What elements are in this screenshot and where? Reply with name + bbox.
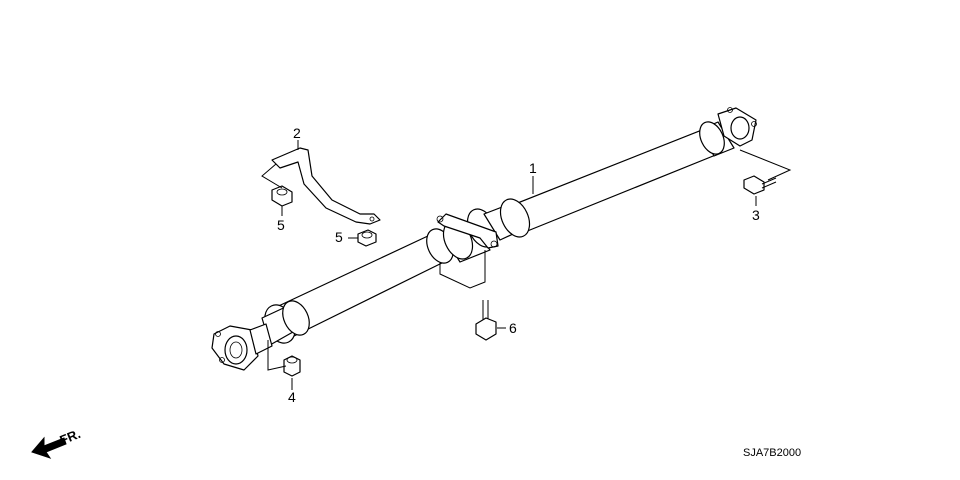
flange-nut-left bbox=[271, 185, 293, 207]
front-label: FR. bbox=[58, 426, 83, 448]
leader-lines bbox=[261, 140, 792, 390]
callout-2: 2 bbox=[293, 125, 301, 141]
callout-6: 6 bbox=[509, 320, 517, 336]
callout-1: 1 bbox=[529, 160, 537, 176]
flange-bolt-rear bbox=[743, 175, 777, 195]
callout-4: 4 bbox=[288, 389, 296, 405]
callout-5-center: 5 bbox=[335, 229, 343, 245]
flange-nut-front bbox=[283, 355, 301, 377]
propeller-shaft bbox=[211, 107, 757, 371]
front-arrow-icon bbox=[31, 436, 67, 459]
heat-shield-bracket bbox=[271, 147, 381, 225]
bearing-bolt bbox=[475, 300, 497, 341]
callout-5-left: 5 bbox=[277, 217, 285, 233]
diagram-code: SJA7B2000 bbox=[743, 447, 801, 459]
callout-3: 3 bbox=[752, 207, 760, 223]
flange-nut-center bbox=[357, 229, 377, 247]
